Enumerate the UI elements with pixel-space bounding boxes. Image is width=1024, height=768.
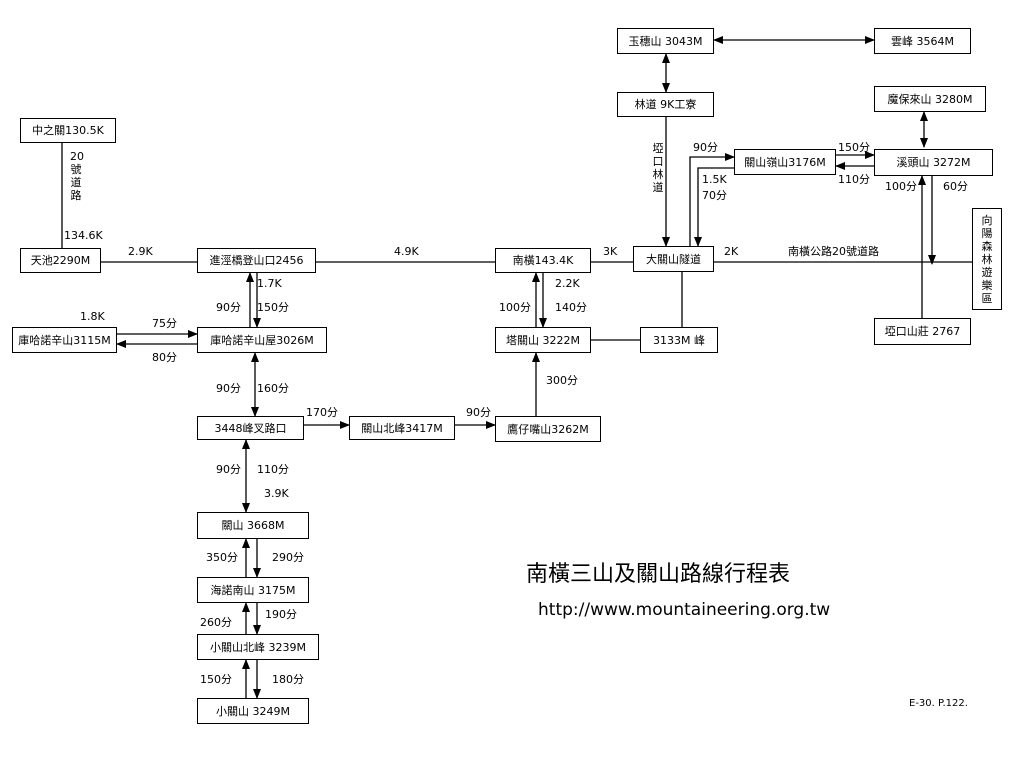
node-3133: 3133M 峰 bbox=[640, 327, 718, 353]
yakou-forest-road-label: 埡 口 林 道 bbox=[652, 142, 664, 194]
label-100-xitou: 100分 bbox=[885, 180, 917, 193]
label-100-ta: 100分 bbox=[499, 301, 531, 314]
node-hainuonan: 海諾南山 3175M bbox=[197, 577, 309, 603]
node-xitou: 溪頭山 3272M bbox=[874, 149, 993, 176]
tunnel-ridge-out bbox=[689, 153, 735, 246]
label-90-a: 90分 bbox=[216, 301, 241, 314]
page-reference: E-30. P.122. bbox=[909, 698, 968, 709]
label-90-c: 90分 bbox=[466, 406, 491, 419]
label-290: 290分 bbox=[272, 551, 304, 564]
label-140: 140分 bbox=[555, 301, 587, 314]
label-80: 80分 bbox=[152, 351, 177, 364]
label-2-2k: 2.2K bbox=[555, 277, 580, 290]
label-2k: 2K bbox=[724, 245, 739, 258]
label-180: 180分 bbox=[272, 673, 304, 686]
label-170: 170分 bbox=[306, 406, 338, 419]
label-160: 160分 bbox=[257, 382, 289, 395]
label-75: 75分 bbox=[152, 317, 177, 330]
label-1-8k: 1.8K bbox=[80, 310, 105, 323]
node-kuhanowu: 庫哈諾辛山屋3026M bbox=[197, 327, 327, 353]
label-90-b: 90分 bbox=[216, 382, 241, 395]
ridge-tunnel-back bbox=[694, 167, 734, 247]
node-taguan: 塔關山 3222M bbox=[495, 327, 591, 353]
label-90-lindao: 90分 bbox=[693, 141, 718, 154]
label-150-b: 150分 bbox=[200, 673, 232, 686]
label-190: 190分 bbox=[265, 608, 297, 621]
node-jinjing: 進涇橋登山口2456 bbox=[197, 248, 316, 273]
label-260: 260分 bbox=[200, 616, 232, 629]
node-guanbei: 關山北峰3417M bbox=[349, 416, 455, 440]
label-350: 350分 bbox=[206, 551, 238, 564]
node-yunfeng: 雲峰 3564M bbox=[874, 28, 971, 54]
node-yakou: 埡口山莊 2767 bbox=[874, 318, 971, 345]
node-tianchi: 天池2290M bbox=[20, 248, 101, 273]
node-kuhano: 庫哈諾辛山3115M bbox=[12, 327, 117, 353]
label-1-5k: 1.5K bbox=[702, 173, 727, 186]
node-guanshanling: 關山嶺山3176M bbox=[734, 149, 836, 175]
recreation-area-label: 向 陽 森 林 遊 樂 區 bbox=[981, 214, 993, 305]
node-mobaolai: 魔保來山 3280M bbox=[874, 86, 986, 112]
node-yushui: 玉穗山 3043M bbox=[617, 28, 714, 54]
label-150-xitou: 150分 bbox=[838, 141, 870, 154]
label-60: 60分 bbox=[943, 180, 968, 193]
page-title: 南橫三山及關山路線行程表 bbox=[526, 562, 791, 587]
node-lindao: 林道 9K工寮 bbox=[617, 92, 714, 117]
label-300: 300分 bbox=[546, 374, 578, 387]
node-recreation-area bbox=[972, 208, 1002, 310]
node-fork3448: 3448峰叉路口 bbox=[197, 416, 304, 440]
label-3k: 3K bbox=[603, 245, 618, 258]
label-2-9k: 2.9K bbox=[128, 245, 153, 258]
label-134-6k: 134.6K bbox=[64, 229, 103, 242]
label-1-7k: 1.7K bbox=[257, 277, 282, 290]
node-xiaoguan: 小關山 3249M bbox=[197, 698, 309, 724]
node-daguanshan: 大關山隧道 bbox=[633, 246, 714, 272]
label-90-d: 90分 bbox=[216, 463, 241, 476]
road20-label: 20 號 道 路 bbox=[70, 150, 84, 202]
node-xiaobei: 小關山北峰 3239M bbox=[197, 634, 319, 660]
label-3-9k: 3.9K bbox=[264, 487, 289, 500]
label-150-a: 150分 bbox=[257, 301, 289, 314]
node-nanheng: 南橫143.4K bbox=[495, 248, 591, 273]
road-name-label: 南橫公路20號道路 bbox=[788, 245, 879, 258]
node-zhongzhiguan: 中之關130.5K bbox=[20, 118, 116, 143]
label-110-xitou: 110分 bbox=[838, 173, 870, 186]
label-70: 70分 bbox=[702, 189, 727, 202]
node-yingzai: 鷹仔嘴山3262M bbox=[495, 416, 601, 442]
node-guanshan: 關山 3668M bbox=[197, 512, 309, 539]
label-4-9k: 4.9K bbox=[394, 245, 419, 258]
label-110-b: 110分 bbox=[257, 463, 289, 476]
source-url: http://www.mountaineering.org.tw bbox=[538, 600, 831, 620]
